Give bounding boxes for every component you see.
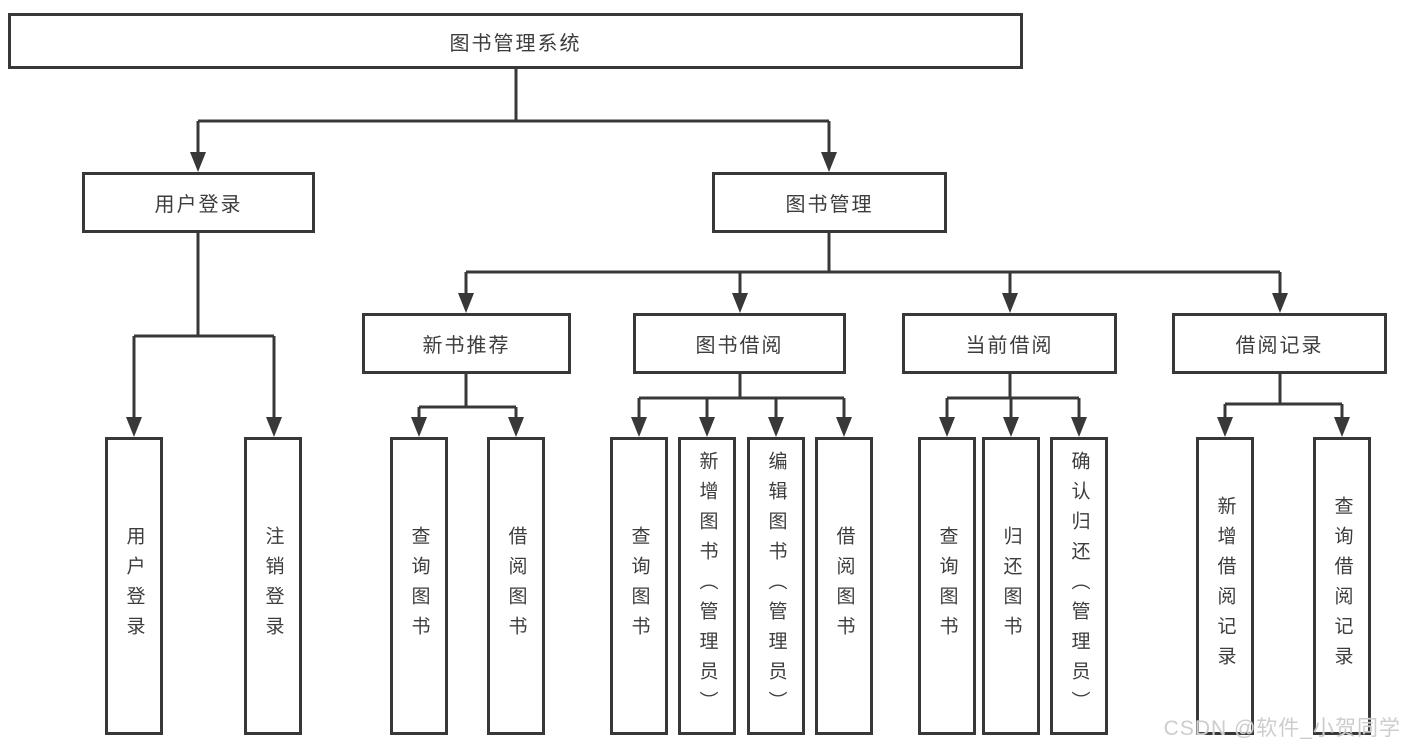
leaf-confirm-return-admin: 确认归还（管理员） [1050, 437, 1108, 735]
leaf-query-book-borrow: 查询图书 [610, 437, 668, 735]
node-label: 借阅图书 [833, 526, 855, 646]
leaf-user-login: 用户登录 [105, 437, 163, 735]
leaf-query-book-recommend: 查询图书 [390, 437, 448, 735]
node-root: 图书管理系统 [8, 13, 1023, 69]
leaf-edit-book-admin: 编辑图书（管理员） [747, 437, 805, 735]
leaf-query-borrow-record: 查询借阅记录 [1313, 437, 1371, 735]
leaf-borrow-book: 借阅图书 [815, 437, 873, 735]
leaf-add-book-admin: 新增图书（管理员） [678, 437, 736, 735]
node-current-borrow: 当前借阅 [902, 313, 1117, 374]
leaf-return-book: 归还图书 [982, 437, 1040, 735]
node-label: 查询图书 [628, 526, 650, 646]
node-new-book-recommend: 新书推荐 [362, 313, 571, 374]
node-book-borrow: 图书借阅 [633, 313, 846, 374]
node-label: 借阅图书 [505, 526, 527, 646]
node-label: 图书管理系统 [449, 32, 582, 55]
leaf-query-book-current: 查询图书 [918, 437, 976, 735]
node-label: 新增借阅记录 [1214, 496, 1236, 676]
node-label: 当前借阅 [965, 335, 1054, 357]
leaf-logout: 注销登录 [244, 437, 302, 735]
node-book-management: 图书管理 [712, 172, 947, 233]
node-label: 编辑图书（管理员） [765, 451, 787, 721]
node-label: 用户登录 [123, 526, 145, 646]
leaf-borrow-book-recommend: 借阅图书 [487, 437, 545, 735]
node-user-login: 用户登录 [82, 172, 315, 233]
node-label: 查询图书 [936, 526, 958, 646]
watermark: CSDN @软件_小贺同学 [1163, 717, 1401, 740]
node-label: 用户登录 [154, 194, 243, 216]
node-label: 归还图书 [1000, 526, 1022, 646]
node-label: 借阅记录 [1235, 335, 1324, 357]
node-borrow-record: 借阅记录 [1172, 313, 1387, 374]
node-label: 图书管理 [785, 194, 874, 216]
node-label: 查询借阅记录 [1331, 496, 1353, 676]
node-label: 新书推荐 [422, 335, 511, 357]
node-label: 查询图书 [408, 526, 430, 646]
leaf-add-borrow-record: 新增借阅记录 [1196, 437, 1254, 735]
node-label: 图书借阅 [695, 335, 784, 357]
node-label: 确认归还（管理员） [1068, 451, 1090, 721]
node-label: 注销登录 [262, 526, 284, 646]
node-label: 新增图书（管理员） [696, 451, 718, 721]
